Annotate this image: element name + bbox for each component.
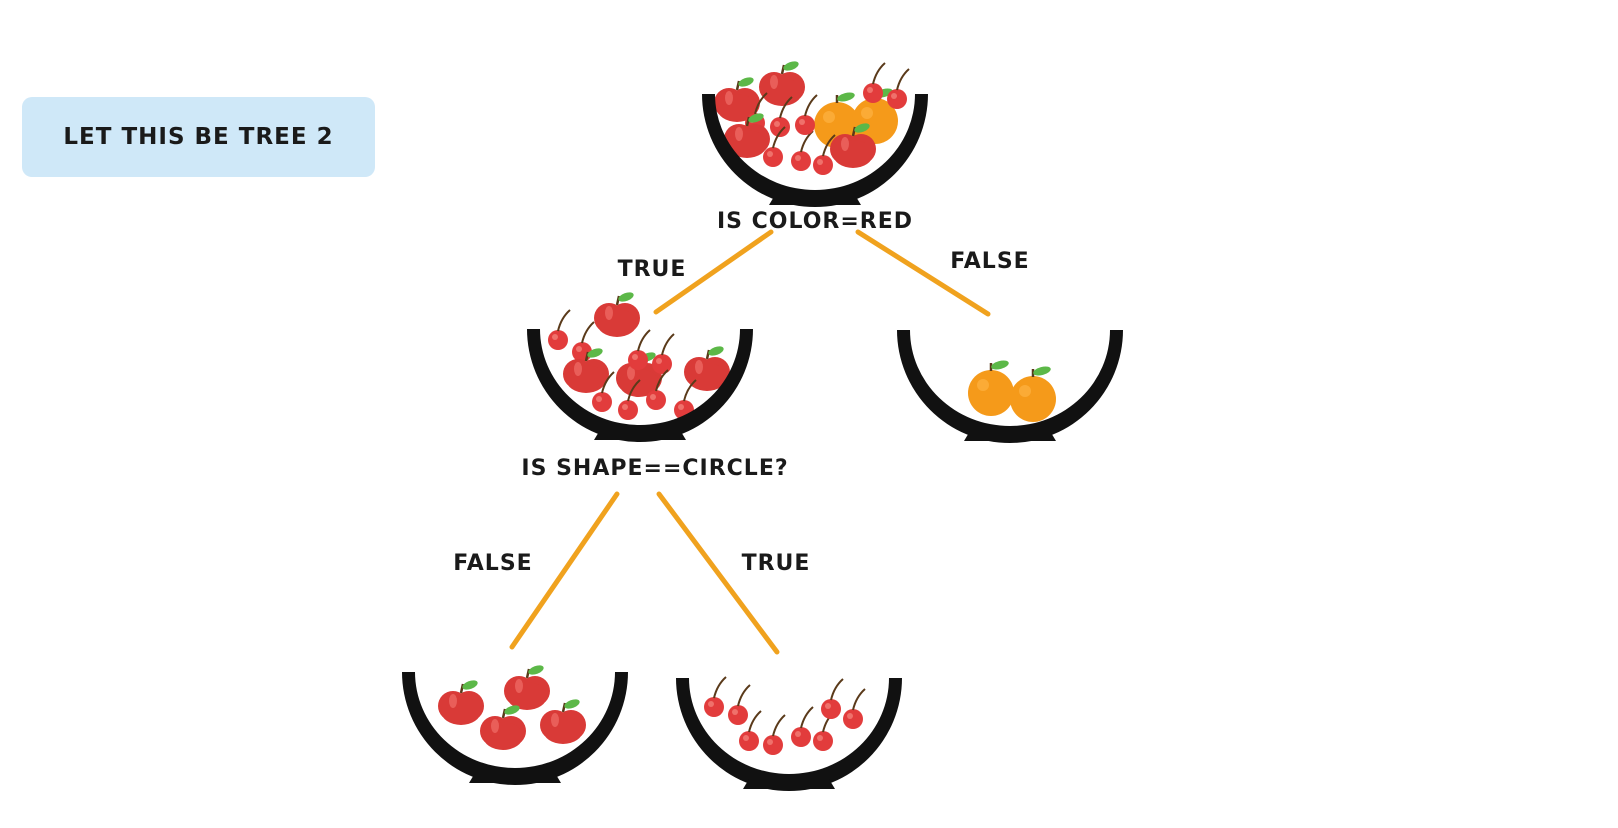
shape-false-fruit-bowl-icon xyxy=(402,662,628,785)
false-branch-fruit-bowl-icon xyxy=(897,330,1123,443)
root-true-label: TRUE xyxy=(618,257,687,282)
root-question-label: IS COLOR=RED xyxy=(717,209,913,234)
shape-true-fruit-bowl-icon xyxy=(676,676,902,791)
mid-false-label: FALSE xyxy=(453,551,532,576)
edge-root-false-line xyxy=(855,229,991,317)
root-fruit-bowl-icon xyxy=(702,58,928,207)
callout-box: LET THIS BE TREE 2 xyxy=(22,97,375,177)
mid-true-label: TRUE xyxy=(742,551,811,576)
edge-mid-false-line xyxy=(509,491,620,650)
root-false-label: FALSE xyxy=(950,249,1029,274)
edge-root-true-line xyxy=(653,229,774,315)
branch-lines xyxy=(509,229,991,655)
edge-mid-true-line xyxy=(656,491,780,655)
callout-text: LET THIS BE TREE 2 xyxy=(63,124,334,150)
mid-question-label: IS SHAPE==CIRCLE? xyxy=(521,456,788,481)
true-branch-fruit-bowl-icon xyxy=(527,289,753,442)
